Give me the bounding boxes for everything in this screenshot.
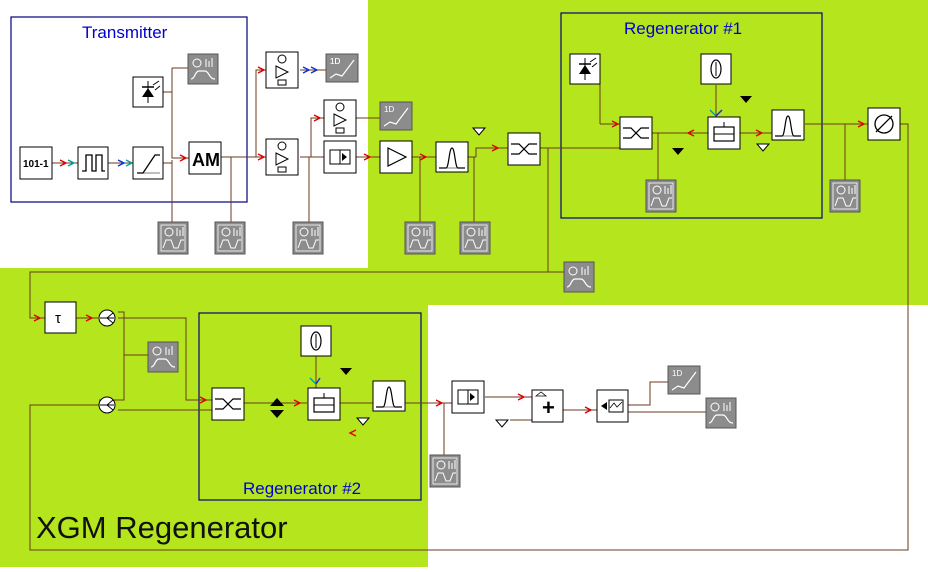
- bitgen-label: 101-1: [23, 159, 49, 170]
- plot-1d-label: 1D: [330, 57, 340, 66]
- regen1-filter[interactable]: [771, 109, 805, 141]
- plot-1d-top[interactable]: 1D: [325, 53, 359, 83]
- laser-source[interactable]: [132, 76, 164, 108]
- optical-amplifier[interactable]: [379, 140, 413, 174]
- regen1-soa[interactable]: [707, 116, 741, 150]
- transmitter-box[interactable]: [10, 16, 248, 203]
- electrical-adder[interactable]: +: [531, 389, 564, 423]
- visualizer-5[interactable]: [459, 221, 491, 255]
- modulator-label: AM: [192, 150, 220, 170]
- output-visualizer-low[interactable]: [429, 454, 461, 488]
- output-receiver[interactable]: [451, 380, 485, 414]
- splitter-bottom[interactable]: [98, 396, 116, 414]
- svg-text:+: +: [542, 395, 555, 420]
- regen1-laser[interactable]: [569, 53, 601, 85]
- output-plot-1d[interactable]: [667, 365, 701, 395]
- regenerator-1-box[interactable]: [560, 12, 823, 219]
- output-ground: [495, 419, 509, 428]
- regen1-ground-b: [740, 96, 752, 103]
- delay-label: τ: [55, 310, 61, 327]
- regen2-soa[interactable]: [307, 387, 341, 421]
- optical-receiver[interactable]: [323, 140, 357, 174]
- regen1-visualizer[interactable]: [645, 179, 677, 213]
- ext-modulator-bottom[interactable]: [265, 138, 299, 176]
- ext-modulator-top[interactable]: [265, 51, 299, 89]
- phase-shifter[interactable]: [867, 107, 901, 141]
- optical-filter-1[interactable]: [435, 141, 469, 173]
- transmitter-visualizer[interactable]: [187, 53, 219, 85]
- visualizer-3[interactable]: [292, 221, 324, 255]
- visualizer-4[interactable]: [404, 221, 436, 255]
- regenerator-1-label: Regenerator #1: [624, 19, 742, 38]
- regen1-ground-a: [672, 148, 684, 155]
- visualizer-right[interactable]: [829, 179, 861, 213]
- regen2-cw-source[interactable]: [300, 325, 332, 357]
- stage2-visualizer[interactable]: [147, 341, 179, 373]
- ext-modulator-mid[interactable]: [323, 99, 357, 137]
- driver-block[interactable]: [132, 146, 164, 180]
- regen2-coupler[interactable]: [211, 387, 245, 421]
- output-visualizer[interactable]: [705, 397, 737, 429]
- main-title: XGM Regenerator: [36, 510, 288, 545]
- visualizer-2[interactable]: [214, 221, 246, 255]
- amplitude-modulator[interactable]: AM: [188, 141, 222, 175]
- regen2-filter[interactable]: [372, 380, 406, 412]
- bit-sequence-generator[interactable]: 101-1: [19, 146, 53, 180]
- ber-analyzer[interactable]: [596, 389, 629, 423]
- regen1-cw-source[interactable]: [700, 53, 732, 85]
- regen2-isolator: [270, 398, 284, 418]
- delay-block[interactable]: τ: [44, 301, 77, 334]
- transmitter-label: Transmitter: [82, 23, 168, 42]
- regen2-ground-a: [340, 368, 352, 375]
- visualizer-1[interactable]: [157, 221, 189, 255]
- coupler-1[interactable]: [507, 132, 541, 166]
- visualizer-6[interactable]: [563, 261, 595, 293]
- regen1-coupler[interactable]: [619, 116, 653, 150]
- regenerator-2-box[interactable]: [198, 312, 422, 501]
- splitter-top[interactable]: [98, 309, 116, 327]
- regenerator-2-label: Regenerator #2: [243, 479, 361, 498]
- pulse-generator[interactable]: [77, 146, 109, 180]
- plot-1d-mid[interactable]: [379, 101, 413, 131]
- port-markers: [33, 66, 866, 437]
